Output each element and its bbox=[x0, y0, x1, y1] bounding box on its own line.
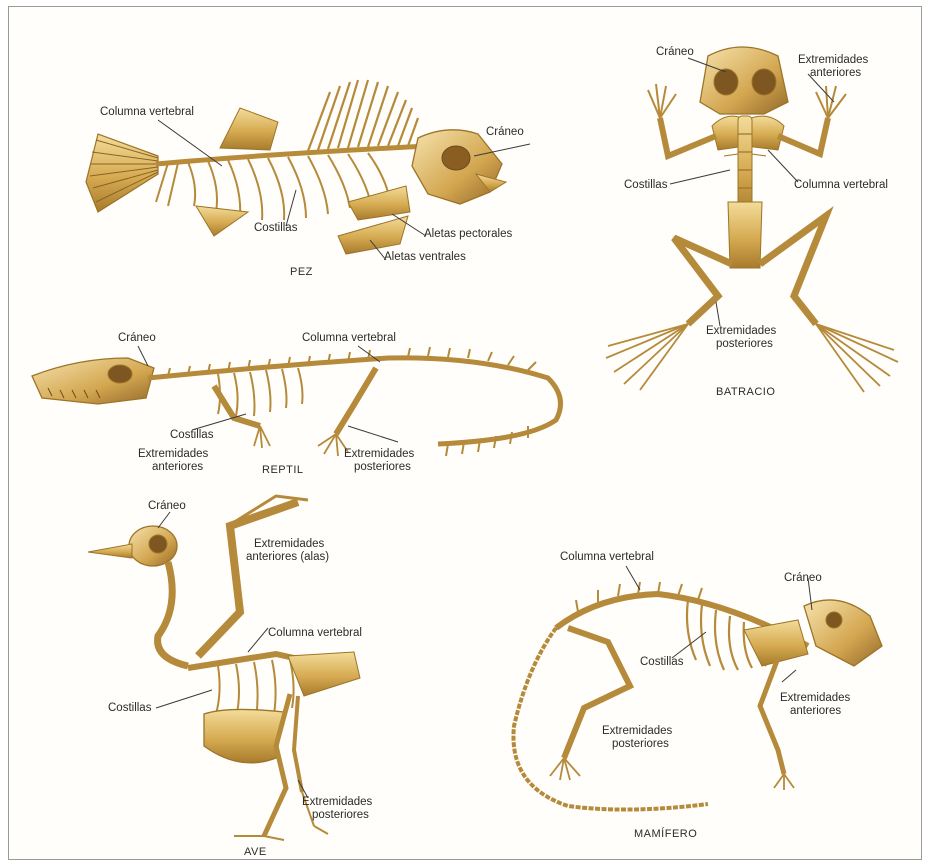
fish-ventral-label: Aletas ventrales bbox=[384, 251, 466, 264]
mammal-skull-label: Cráneo bbox=[784, 572, 822, 585]
mammal-fore-label-2: anteriores bbox=[790, 705, 841, 718]
mammal-hind-label-2: posteriores bbox=[612, 738, 669, 751]
bird-title: AVE bbox=[244, 846, 267, 858]
fish-title: PEZ bbox=[290, 266, 313, 278]
mammal-hind-label-1: Extremidades bbox=[602, 725, 672, 738]
frog-title: BATRACIO bbox=[716, 386, 775, 398]
bird-skull-label: Cráneo bbox=[148, 500, 186, 513]
reptile-fore-label-1: Extremidades bbox=[138, 448, 208, 461]
reptile-skull-label: Cráneo bbox=[118, 332, 156, 345]
bird-wing-label-2: anteriores (alas) bbox=[246, 551, 329, 564]
bird-ribs-label: Costillas bbox=[108, 702, 151, 715]
mammal-spine-label: Columna vertebral bbox=[560, 551, 654, 564]
frog-spine-label: Columna vertebral bbox=[794, 179, 888, 192]
fish-skull-label: Cráneo bbox=[486, 126, 524, 139]
frog-hind-label-1: Extremidades bbox=[706, 325, 776, 338]
fish-pectoral-label: Aletas pectorales bbox=[424, 228, 512, 241]
frog-fore-label-2: anteriores bbox=[810, 67, 861, 80]
skeletons-illustration bbox=[8, 6, 922, 860]
frog-hind-label-2: posteriores bbox=[716, 338, 773, 351]
frog-ribs-label: Costillas bbox=[624, 179, 667, 192]
bird-spine-label: Columna vertebral bbox=[268, 627, 362, 640]
reptile-hind-label-2: posteriores bbox=[354, 461, 411, 474]
fish-spine-label: Columna vertebral bbox=[100, 106, 194, 119]
reptile-ribs-label: Costillas bbox=[170, 429, 213, 442]
reptile-skeleton bbox=[32, 347, 561, 456]
reptile-hind-label-1: Extremidades bbox=[344, 448, 414, 461]
bird-hind-label-2: posteriores bbox=[312, 809, 369, 822]
mammal-ribs-label: Costillas bbox=[640, 656, 683, 669]
fish-ribs-label: Costillas bbox=[254, 222, 297, 235]
reptile-title: REPTIL bbox=[262, 464, 304, 476]
bird-wing-label-1: Extremidades bbox=[254, 538, 324, 551]
reptile-fore-label-2: anteriores bbox=[152, 461, 203, 474]
mammal-fore-label-1: Extremidades bbox=[780, 692, 850, 705]
frog-fore-label-1: Extremidades bbox=[798, 54, 868, 67]
mammal-title: MAMÍFERO bbox=[634, 828, 697, 840]
frog-skull-label: Cráneo bbox=[656, 46, 694, 59]
bird-hind-label-1: Extremidades bbox=[302, 796, 372, 809]
reptile-spine-label: Columna vertebral bbox=[302, 332, 396, 345]
